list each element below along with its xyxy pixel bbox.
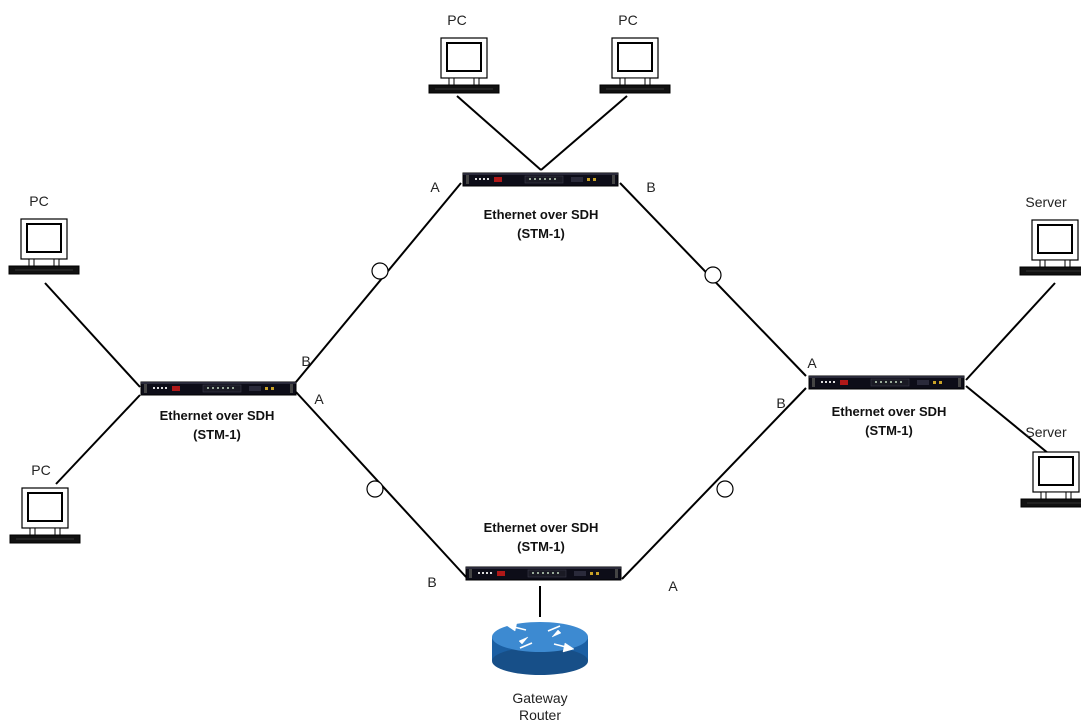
link-right-to-bottom: [621, 387, 807, 580]
server-icon: [1020, 451, 1081, 508]
pc-icon: [9, 487, 81, 544]
port-labels: A B B A A B B A: [301, 179, 817, 594]
ring-markers: [366, 262, 734, 498]
port-label-top-b: B: [646, 179, 655, 195]
pc-icon: [428, 37, 500, 94]
device-label-line1: Ethernet over SDH: [484, 520, 599, 535]
router-icon: [492, 621, 588, 675]
port-label-left-b: B: [301, 353, 310, 369]
device-label-line1: Ethernet over SDH: [832, 404, 947, 419]
router-label-line1: Gateway: [512, 690, 567, 706]
link-left-device-to-pc-top: [44, 282, 141, 388]
ring-marker-bottom-left: [366, 480, 384, 498]
port-label-top-a: A: [430, 179, 440, 195]
link-top-to-left: [295, 182, 462, 383]
sdh-device-left: Ethernet over SDH (STM-1): [140, 381, 297, 442]
port-label-bottom-a: A: [668, 578, 678, 594]
server-label: Server: [1025, 424, 1067, 440]
link-top-device-to-pc-right: [540, 95, 628, 171]
server-bottom: Server: [1020, 424, 1081, 508]
port-label-right-a: A: [807, 355, 817, 371]
ring-marker-top-right: [704, 266, 722, 284]
pc-left-bottom: PC: [9, 462, 81, 544]
pc-label: PC: [31, 462, 50, 478]
link-left-device-to-pc-bottom: [55, 394, 141, 485]
sdh-device-top: Ethernet over SDH (STM-1): [462, 172, 619, 241]
device-label-line1: Ethernet over SDH: [484, 207, 599, 222]
device-label-line2: (STM-1): [517, 226, 565, 241]
sdh-device-bottom: Ethernet over SDH (STM-1): [465, 520, 622, 581]
link-top-device-to-pc-left: [456, 95, 542, 171]
pc-label: PC: [447, 12, 466, 28]
port-label-bottom-b: B: [427, 574, 436, 590]
device-label-line2: (STM-1): [517, 539, 565, 554]
server-label: Server: [1025, 194, 1067, 210]
pc-top-left: PC: [428, 12, 500, 94]
link-right-device-to-server-top: [965, 282, 1056, 381]
server-icon: [1019, 219, 1081, 276]
ring-marker-top-left: [371, 262, 389, 280]
device-label-line2: (STM-1): [193, 427, 241, 442]
server-top: Server: [1019, 194, 1081, 276]
port-label-right-b: B: [776, 395, 785, 411]
pc-icon: [8, 218, 80, 275]
device-label-line1: Ethernet over SDH: [160, 408, 275, 423]
pc-label: PC: [29, 193, 48, 209]
sdh-device-right: Ethernet over SDH (STM-1): [808, 375, 965, 438]
link-right-device-to-server-bottom: [965, 385, 1055, 459]
pc-top-right: PC: [599, 12, 671, 94]
pc-label: PC: [618, 12, 637, 28]
pc-left-top: PC: [8, 193, 80, 275]
ring-marker-bottom-right: [716, 480, 734, 498]
device-label-line2: (STM-1): [865, 423, 913, 438]
port-label-left-a: A: [314, 391, 324, 407]
pc-icon: [599, 37, 671, 94]
gateway-router: Gateway Router: [492, 621, 588, 723]
router-label-line2: Router: [519, 707, 561, 723]
